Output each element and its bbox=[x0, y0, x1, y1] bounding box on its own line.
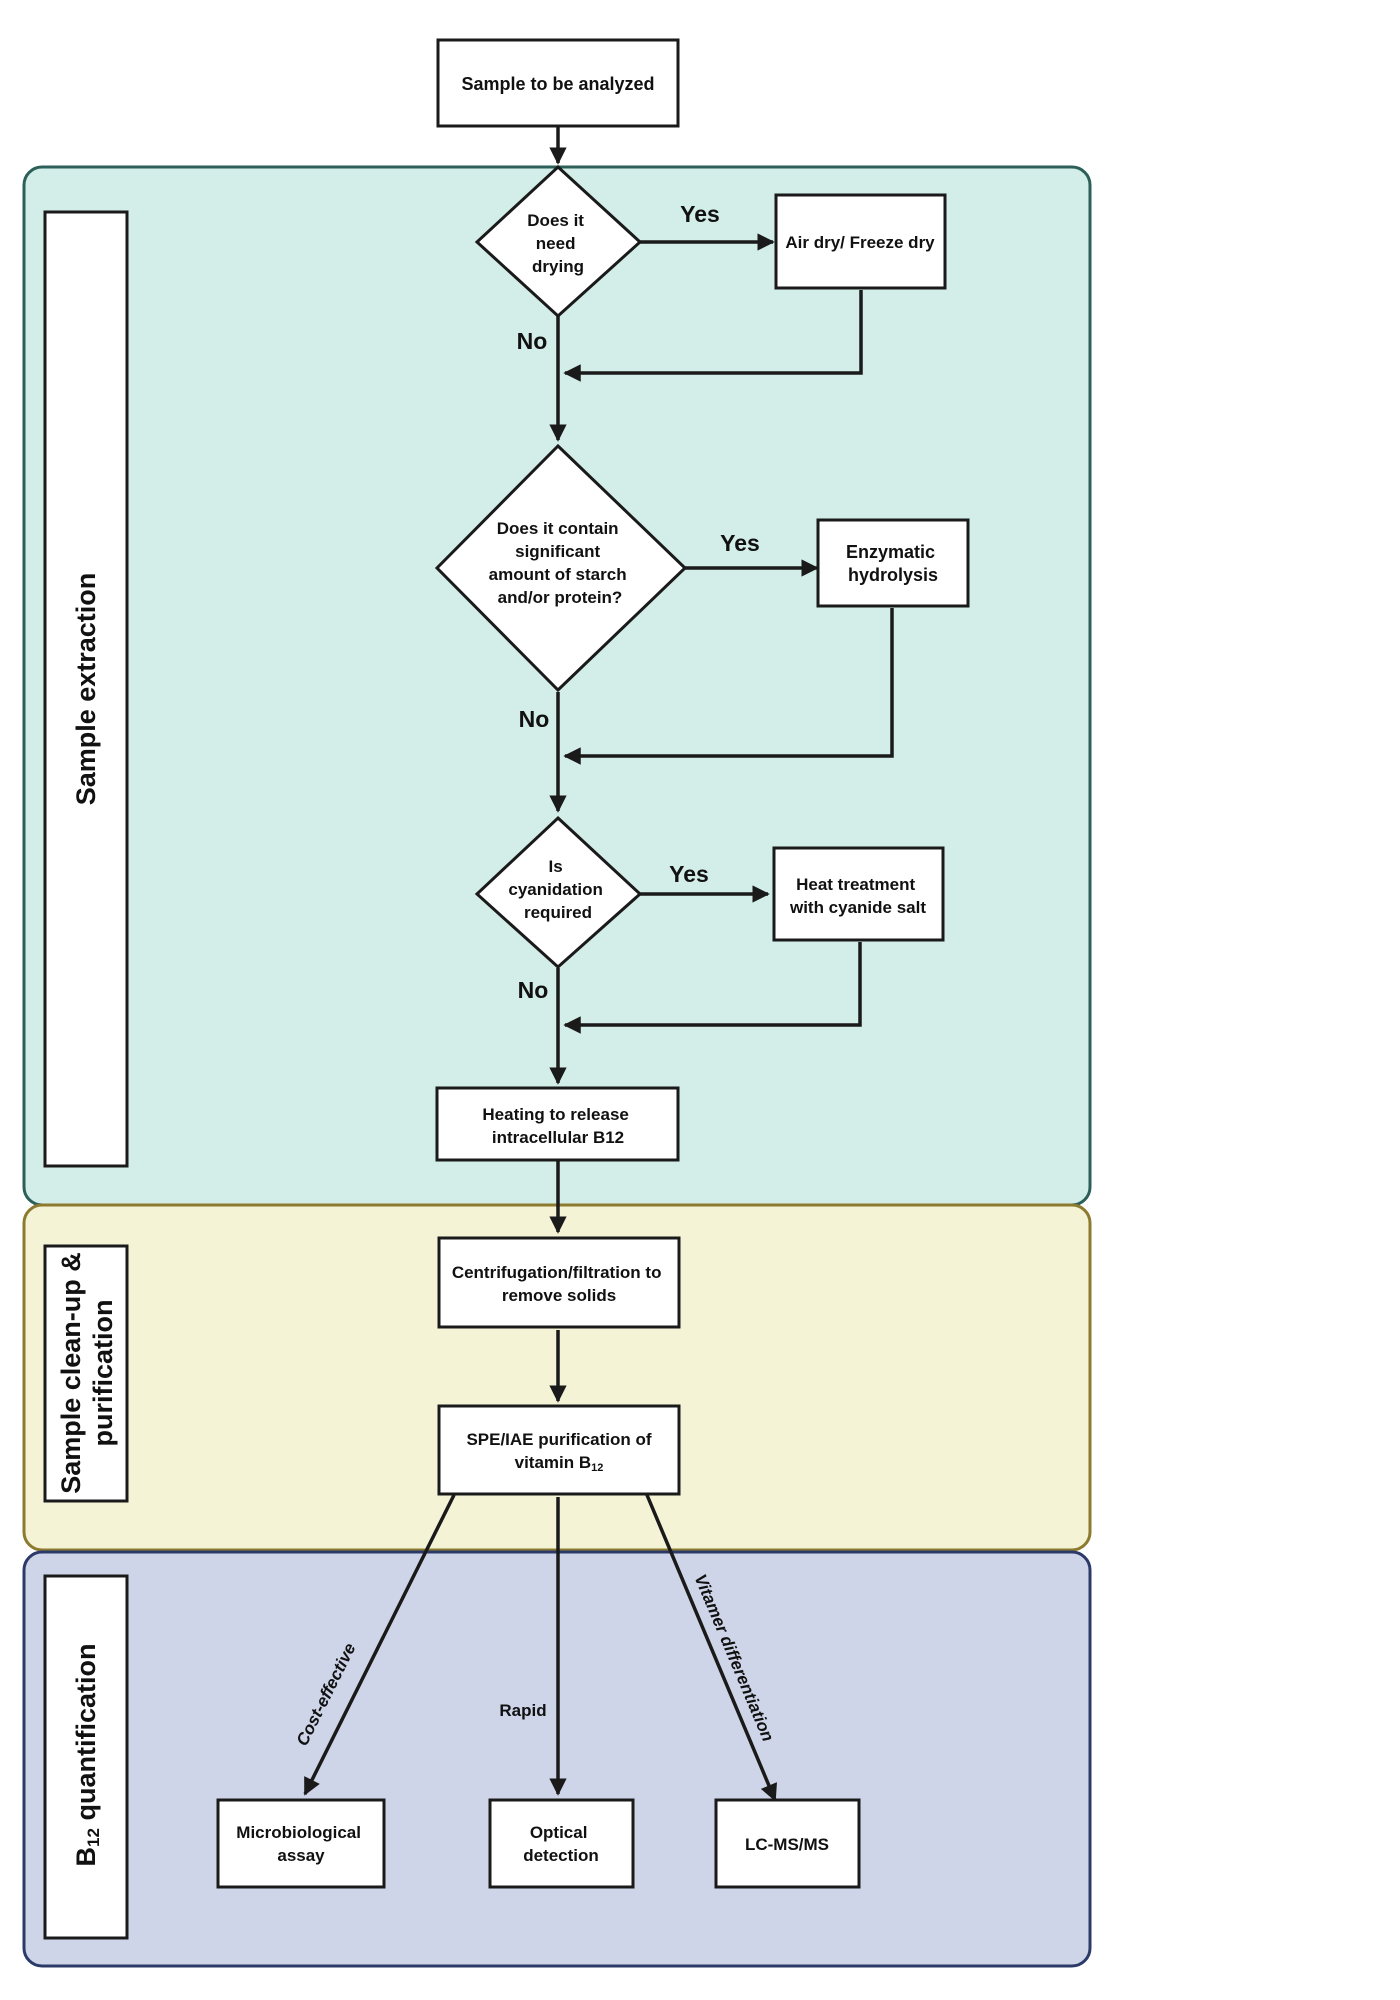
decision-starch-protein: Does it contain significant amount of st… bbox=[434, 443, 688, 693]
svg-text:Is cyanidation req: Is cyanidation required bbox=[508, 857, 607, 922]
edge-enzymatic-return bbox=[563, 608, 894, 765]
svg-text:Air dry/ Freeze dry: Air dry/ Freeze dry bbox=[785, 233, 935, 252]
decision-cyanidation: Is cyanidation required bbox=[474, 815, 643, 970]
svg-text:Heat treatment with cyan: Heat treatment with cyanide salt bbox=[789, 875, 926, 917]
svg-text:Sample to be analyzed: Sample to be analyzed bbox=[461, 74, 654, 94]
node-heat-cyanide: Heat treatment with cyanide salt bbox=[772, 846, 945, 942]
node-lcms: LC-MS/MS bbox=[714, 1798, 861, 1889]
cleanup-label-line2: purification bbox=[88, 1300, 118, 1447]
extraction-label: Sample extraction bbox=[71, 573, 101, 806]
edge-spe-micro bbox=[303, 1494, 456, 1796]
edge-spe-lcms bbox=[645, 1494, 777, 1802]
node-microbiological-assay: Microbiological assay bbox=[216, 1798, 386, 1889]
svg-text:Does it contain signific: Does it contain significant amount of st… bbox=[489, 519, 632, 607]
node-optical-detection: Optical detection bbox=[488, 1798, 635, 1889]
svg-text:Enzymatic hydrolysis: Enzymatic hydrolysis bbox=[846, 542, 940, 585]
decision-drying: Does it need drying bbox=[474, 164, 643, 319]
svg-text:Heating to release intra: Heating to release intracellular B12 bbox=[482, 1105, 633, 1147]
svg-text:Does it need dryin: Does it need drying bbox=[527, 211, 588, 276]
quant-label-box bbox=[43, 1574, 129, 1940]
q1-no-label: No bbox=[517, 328, 548, 354]
q3-no-label: No bbox=[518, 977, 549, 1003]
q2-yes-label: Yes bbox=[720, 530, 760, 556]
q3-yes-label: Yes bbox=[669, 861, 709, 887]
cleanup-label-box bbox=[43, 1244, 129, 1503]
cleanup-label-line1: Sample clean-up & bbox=[56, 1252, 86, 1494]
quant-label: B12 quantification bbox=[71, 1644, 103, 1867]
node-spe-purification: SPE/IAE purification of vitamin B12 bbox=[437, 1404, 681, 1496]
q2-no-label: No bbox=[519, 706, 550, 732]
extraction-label-box bbox=[43, 210, 129, 1168]
svg-text:vitamin B12: vitamin B12 bbox=[515, 1453, 604, 1474]
connectors bbox=[303, 127, 894, 1802]
node-centrifugation: Centrifugation/filtration to remove soli… bbox=[437, 1236, 681, 1329]
svg-text:SPE/IAE purification of: SPE/IAE purification of bbox=[466, 1430, 651, 1449]
svg-text:Centrifugation/filtration to: Centrifugation/filtration to remove soli… bbox=[452, 1263, 666, 1305]
edge-heat-return bbox=[563, 942, 862, 1034]
svg-text:LC-MS/MS: LC-MS/MS bbox=[745, 1835, 829, 1854]
node-start: Sample to be analyzed bbox=[436, 38, 680, 128]
node-enzymatic-hydrolysis: Enzymatic hydrolysis bbox=[816, 518, 970, 608]
node-air-dry: Air dry/ Freeze dry bbox=[774, 193, 947, 290]
svg-text:Microbiological assay: Microbiological assay bbox=[236, 1823, 365, 1865]
edge-dry-return bbox=[563, 290, 863, 382]
rapid-label: Rapid bbox=[499, 1701, 546, 1720]
node-heating: Heating to release intracellular B12 bbox=[435, 1086, 680, 1162]
q1-yes-label: Yes bbox=[680, 201, 720, 227]
svg-text:Optical detection: Optical detection bbox=[523, 1823, 599, 1865]
